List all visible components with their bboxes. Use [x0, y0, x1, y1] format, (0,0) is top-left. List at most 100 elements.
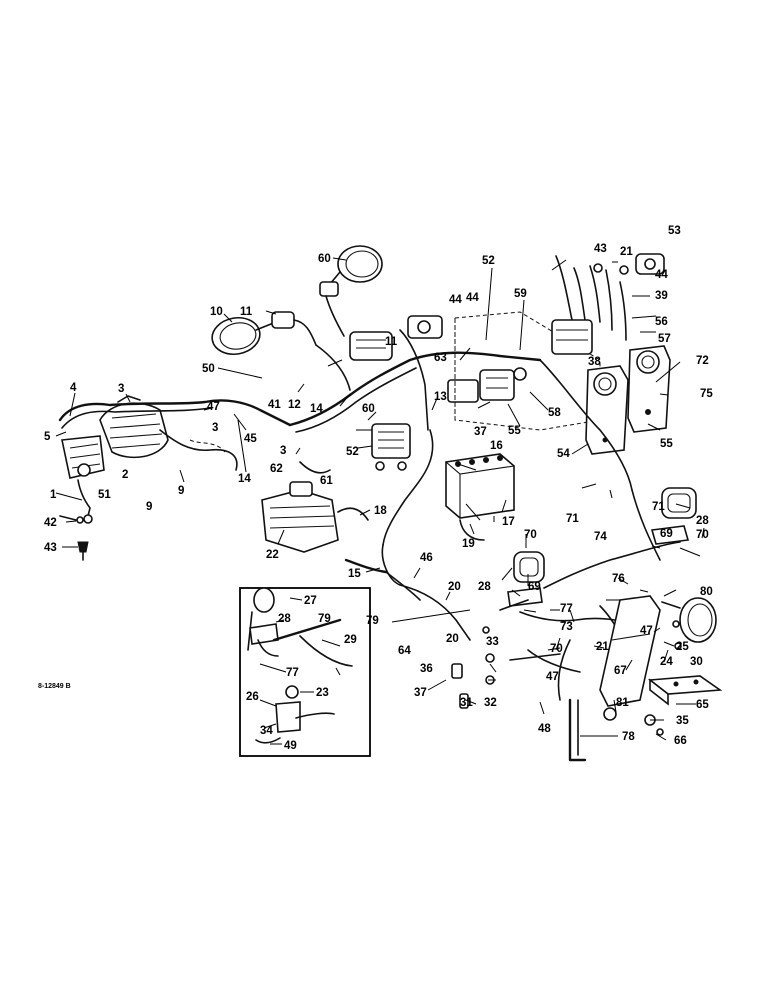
part-label-64: 62: [270, 463, 283, 475]
part-label-20-b: 20: [446, 633, 459, 645]
part-label-71-b: 71: [652, 501, 665, 513]
part-label-4: 4: [70, 382, 77, 394]
part-label-66-b: 65: [696, 699, 709, 711]
part-label-34: 34: [260, 725, 273, 737]
part-label-48: 48: [538, 723, 551, 735]
part-label-15: 15: [348, 568, 361, 580]
part-label-77-c: 77: [286, 667, 299, 679]
generator-assembly: [61, 395, 169, 479]
part-label-51: 51: [98, 489, 111, 501]
part-label-55-b: 55: [660, 438, 673, 450]
part-label-75: 74: [594, 531, 607, 543]
part-label-70-b: 70: [550, 643, 563, 655]
part-label-27: 27: [304, 595, 317, 607]
part-label-19: 19: [462, 538, 475, 550]
part-label-63: 61: [320, 475, 333, 487]
part-label-14: 14: [238, 473, 251, 485]
part-label-56: 55: [508, 425, 521, 437]
part-label-66-a: 64: [398, 645, 411, 657]
flood-lamp-right: [661, 597, 717, 643]
drawing-reference-number: 8-12849 B: [38, 683, 71, 690]
part-label-25: 25: [676, 641, 689, 653]
headlight-right: [319, 245, 383, 337]
part-label-16: 21: [620, 246, 633, 258]
part-label-49: 49: [284, 740, 297, 752]
part-label-44-d: 44: [466, 292, 479, 304]
part-label-47-b: 47: [640, 625, 653, 637]
mounting-brackets-55: [585, 345, 671, 455]
part-label-21: 21: [596, 641, 609, 653]
part-label-12: 14: [310, 403, 323, 415]
part-label-33: 33: [486, 636, 499, 648]
part-label-69-a: 69: [528, 581, 541, 593]
rear-harness-right: [519, 359, 681, 701]
part-label-39: 37: [474, 426, 487, 438]
part-label-52: 52: [346, 446, 359, 458]
part-label-80: 80: [700, 586, 713, 598]
part-label-6: 9: [178, 485, 184, 497]
part-label-58: 56: [655, 316, 668, 328]
part-label-77-a: 76: [612, 573, 625, 585]
part-label-29: 29: [344, 634, 357, 646]
part-label-2: 2: [122, 469, 128, 481]
part-label-8: 10: [210, 306, 223, 318]
part-label-32: 32: [484, 697, 497, 709]
small-hardware: [451, 599, 682, 736]
part-label-57: 16: [490, 440, 503, 452]
warning-lamp-mounting: [507, 487, 697, 607]
battery: [445, 453, 515, 541]
mounting-plate-30: [647, 675, 723, 706]
part-label-26: 26: [246, 691, 259, 703]
sender-parts-left: [59, 514, 93, 561]
part-label-36: 36: [420, 663, 433, 675]
part-label-68: 67: [614, 665, 627, 677]
part-label-60: 58: [548, 407, 561, 419]
part-label-74: 73: [560, 621, 573, 633]
part-label-28-a: 28: [478, 581, 491, 593]
part-label-46: 46: [420, 552, 433, 564]
part-label-20-a: 20: [448, 581, 461, 593]
part-label-40: 39: [655, 290, 668, 302]
part-label-77-b: 77: [560, 603, 573, 615]
part-label-69-b: 69: [660, 528, 673, 540]
part-label-42: 42: [44, 517, 57, 529]
part-label-30: 30: [690, 656, 703, 668]
part-label-3-a: 3: [118, 383, 124, 395]
part-label-55-a: 54: [557, 448, 570, 460]
part-label-31: 31: [460, 697, 473, 709]
part-label-24: 24: [660, 656, 673, 668]
part-label-3-b: 3: [212, 422, 218, 434]
part-label-62: 60: [362, 403, 375, 415]
part-label-9: 60: [318, 253, 331, 265]
part-label-44-c: 44: [449, 294, 462, 306]
inset-detail-box: [239, 587, 371, 757]
part-label-10: 11: [240, 306, 253, 318]
part-label-43: 43: [44, 542, 57, 554]
part-label-45: 45: [244, 433, 257, 445]
part-label-18: 18: [374, 505, 387, 517]
part-label-79-b: 79: [318, 613, 331, 625]
light-bracket-frame: [568, 595, 661, 762]
part-label-53: 52: [482, 255, 495, 267]
switch-cluster: [349, 315, 527, 403]
part-label-78: 78: [622, 731, 635, 743]
part-label-28-b: 28: [696, 515, 709, 527]
part-label-61: 59: [514, 288, 527, 300]
leader-lines: [55, 257, 705, 745]
part-label-13: 13: [434, 391, 447, 403]
part-label-59: 57: [658, 333, 671, 345]
part-label-22: 22: [266, 549, 279, 561]
part-label-76: 75: [700, 388, 713, 400]
part-label-1: 1: [50, 489, 57, 501]
part-label-71-a: 70: [524, 529, 537, 541]
part-label-44-a: 43: [594, 243, 607, 255]
voltage-regulator: [371, 423, 411, 471]
main-harness-left: [58, 399, 292, 517]
part-label-17: 17: [502, 516, 515, 528]
part-label-47-a: 47: [207, 401, 220, 413]
part-label-5: 5: [44, 431, 51, 443]
part-label-65: 63: [434, 352, 447, 364]
part-label-47-c: 47: [546, 671, 559, 683]
part-labels: 60 53 43 21 44 39 52 59 44 44 56 57 38 7…: [38, 225, 713, 752]
